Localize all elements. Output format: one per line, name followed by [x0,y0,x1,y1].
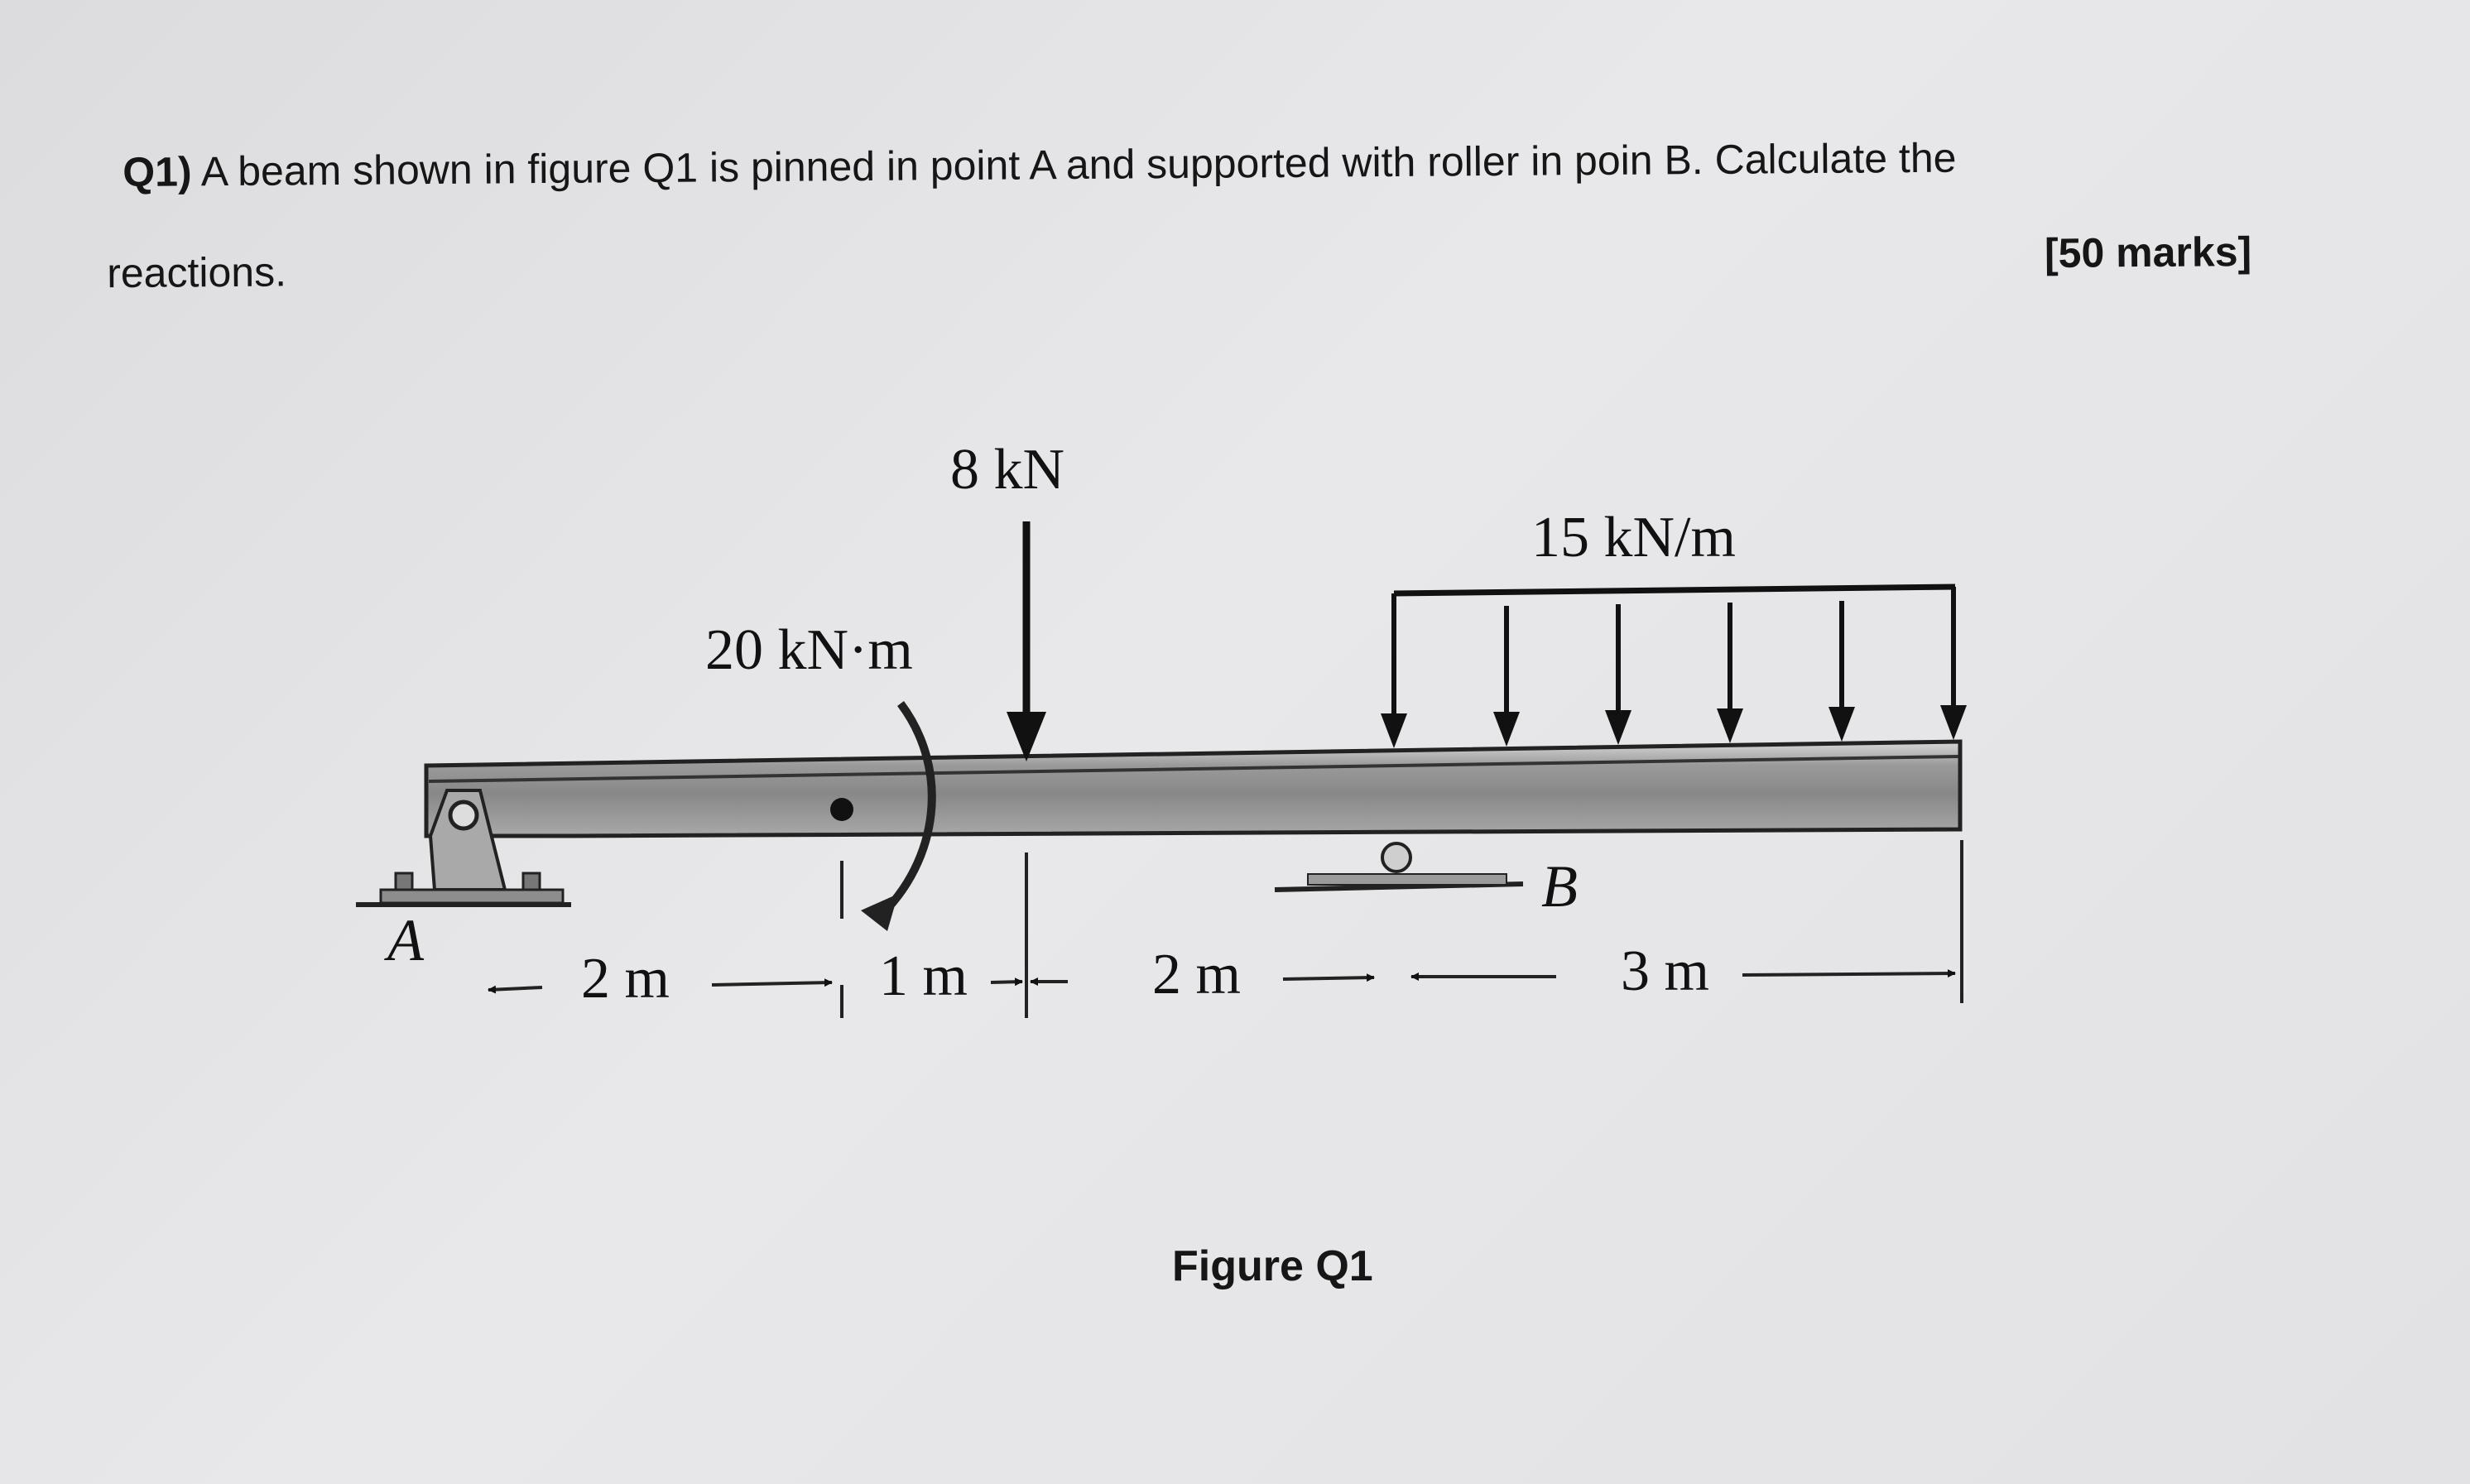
support-a-label: A [384,907,425,973]
dimension-label-1: 2 m [581,947,670,1011]
dimension-lines [488,969,1956,1018]
moment-arrow [861,701,936,931]
figure-caption: Figure Q1 [1172,1242,1373,1290]
distributed-load-label: 15 kN/m [1531,506,1736,569]
moment-point-dot [830,798,853,821]
dimension-ticks [840,840,1963,1018]
point-load-arrow [1007,521,1046,761]
moment-label: 20 kN·m [705,618,913,682]
point-load-label: 8 kN [950,438,1064,502]
dimension-label-2: 1 m [879,944,968,1008]
roller-support-b [1274,842,1524,892]
distributed-load [1381,584,1967,748]
support-b-label: B [1541,853,1578,920]
beam [424,739,1963,838]
dimension-label-3: 2 m [1152,943,1241,1006]
pin-support-a [356,789,571,907]
dimension-label-4: 3 m [1621,939,1709,1003]
